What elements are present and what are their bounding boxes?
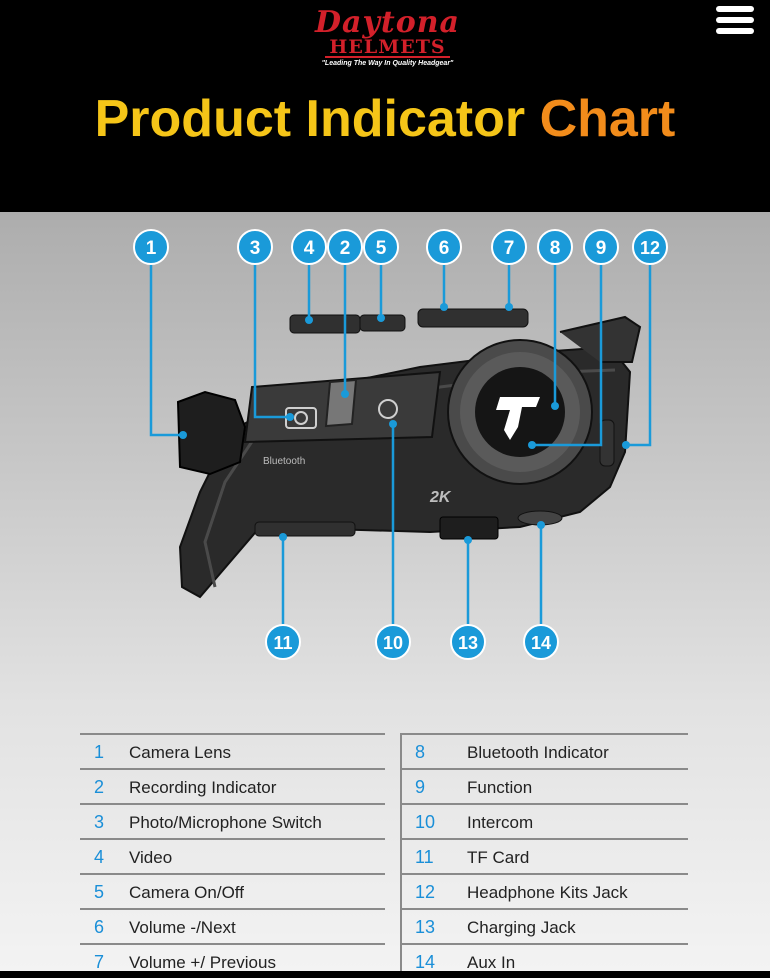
svg-text:11: 11 <box>273 633 292 653</box>
leader-dots <box>179 303 630 544</box>
logo-script-text: Daytona <box>314 5 460 40</box>
legend-column-right: 8 Bluetooth Indicator 9 Function 10 Interco… <box>401 733 688 978</box>
svg-text:13: 13 <box>458 633 478 653</box>
title-part-1: Product Indicator <box>94 90 526 148</box>
legend-row: 12 Headphone Kits Jack <box>401 873 688 908</box>
header-banner: Daytona HELMETS "Leading The Way In Qual… <box>0 0 770 212</box>
callout-11: 11 <box>265 624 301 660</box>
legend-number: 10 <box>415 812 436 832</box>
legend-row: 3 Photo/Microphone Switch <box>80 803 385 838</box>
legend-divider <box>400 733 402 971</box>
callout-8: 8 <box>537 229 573 265</box>
legend-row: 9 Function <box>401 768 688 803</box>
callout-14: 14 <box>523 624 559 660</box>
legend-row: 10 Intercom <box>401 803 688 838</box>
device-diagram: Bluetooth 2K 1 3 4 2 5 6 7 8 9 12 <box>133 229 668 660</box>
legend-number: 9 <box>415 777 426 797</box>
legend-row: 13 Charging Jack <box>401 908 688 943</box>
legend-label: Recording Indicator <box>129 778 277 797</box>
svg-text:10: 10 <box>383 633 403 653</box>
logo-block-text: HELMETS <box>325 38 450 58</box>
legend-row: 2 Recording Indicator <box>80 768 385 803</box>
legend-number: 4 <box>94 847 105 867</box>
callout-3: 3 <box>237 229 273 265</box>
legend-label: Bluetooth Indicator <box>467 743 609 762</box>
legend-row: 14 Aux In <box>401 943 688 978</box>
svg-text:2: 2 <box>340 238 351 259</box>
legend-number: 1 <box>94 742 105 762</box>
legend-label: Camera Lens <box>129 743 232 762</box>
legend-label: Headphone Kits Jack <box>467 883 628 902</box>
svg-text:8: 8 <box>550 238 561 259</box>
callout-badges: 1 3 4 2 5 6 7 8 9 12 11 10 13 14 <box>133 229 668 660</box>
callout-1: 1 <box>133 229 169 265</box>
callout-5: 5 <box>363 229 399 265</box>
title-part-2: Chart <box>539 90 676 148</box>
callout-2: 2 <box>327 229 363 265</box>
legend-number: 8 <box>415 742 426 762</box>
hamburger-menu-icon[interactable] <box>716 6 754 34</box>
legend-label: Photo/Microphone Switch <box>129 813 322 832</box>
legend-label: Intercom <box>467 813 534 832</box>
svg-text:3: 3 <box>250 238 261 259</box>
legend-label: Camera On/Off <box>129 883 244 902</box>
legend-label: Volume -/Next <box>129 918 236 937</box>
callout-6: 6 <box>426 229 462 265</box>
indicator-legend-table: 1 Camera Lens 2 Recording Indicator 3 Photo… <box>80 733 690 972</box>
legend-number: 7 <box>94 952 105 972</box>
bluetooth-label: Bluetooth <box>263 456 305 467</box>
resolution-label: 2K <box>429 489 452 506</box>
legend-row: 6 Volume -/Next <box>80 908 385 943</box>
legend-number: 11 <box>415 847 434 867</box>
callout-4: 4 <box>291 229 327 265</box>
legend-label: Aux In <box>467 953 516 972</box>
svg-text:14: 14 <box>531 633 551 653</box>
legend-number: 3 <box>94 812 105 832</box>
legend-row: 5 Camera On/Off <box>80 873 385 908</box>
intercom-device: Bluetooth 2K <box>176 308 642 599</box>
leader-lines <box>149 262 652 624</box>
legend-row: 1 Camera Lens <box>80 733 385 768</box>
legend-row: 11 TF Card <box>401 838 688 873</box>
callout-13: 13 <box>450 624 486 660</box>
callout-9: 9 <box>583 229 619 265</box>
legend-label: TF Card <box>467 848 530 867</box>
legend-number: 14 <box>415 952 436 972</box>
svg-text:5: 5 <box>376 238 387 259</box>
svg-text:7: 7 <box>504 238 515 259</box>
callout-10: 10 <box>375 624 411 660</box>
legend-column-left: 1 Camera Lens 2 Recording Indicator 3 Photo… <box>80 733 385 978</box>
legend-number: 13 <box>415 917 436 937</box>
legend-number: 6 <box>94 917 105 937</box>
callout-7: 7 <box>491 229 527 265</box>
legend-row: 8 Bluetooth Indicator <box>401 733 688 768</box>
legend-number: 2 <box>94 777 105 797</box>
svg-text:4: 4 <box>304 238 315 259</box>
legend-row: 4 Video <box>80 838 385 873</box>
logo-tagline: "Leading The Way In Quality Headgear" <box>321 60 454 67</box>
svg-text:12: 12 <box>640 238 660 258</box>
legend-label: Charging Jack <box>467 918 576 937</box>
legend-number: 12 <box>415 882 436 902</box>
svg-text:9: 9 <box>596 238 607 259</box>
legend-label: Video <box>129 848 173 867</box>
callout-12: 12 <box>632 229 668 265</box>
svg-text:6: 6 <box>439 238 450 259</box>
diagram-area <box>0 212 770 971</box>
page-title: Product Indicator Chart <box>0 88 770 150</box>
legend-label: Function <box>467 778 533 797</box>
legend-number: 5 <box>94 882 105 902</box>
legend-label: Volume +/ Previous <box>129 953 276 972</box>
daytona-logo[interactable]: Daytona HELMETS "Leading The Way In Qual… <box>300 8 475 72</box>
legend-row: 7 Volume +/ Previous <box>80 943 385 978</box>
svg-text:1: 1 <box>146 238 157 259</box>
